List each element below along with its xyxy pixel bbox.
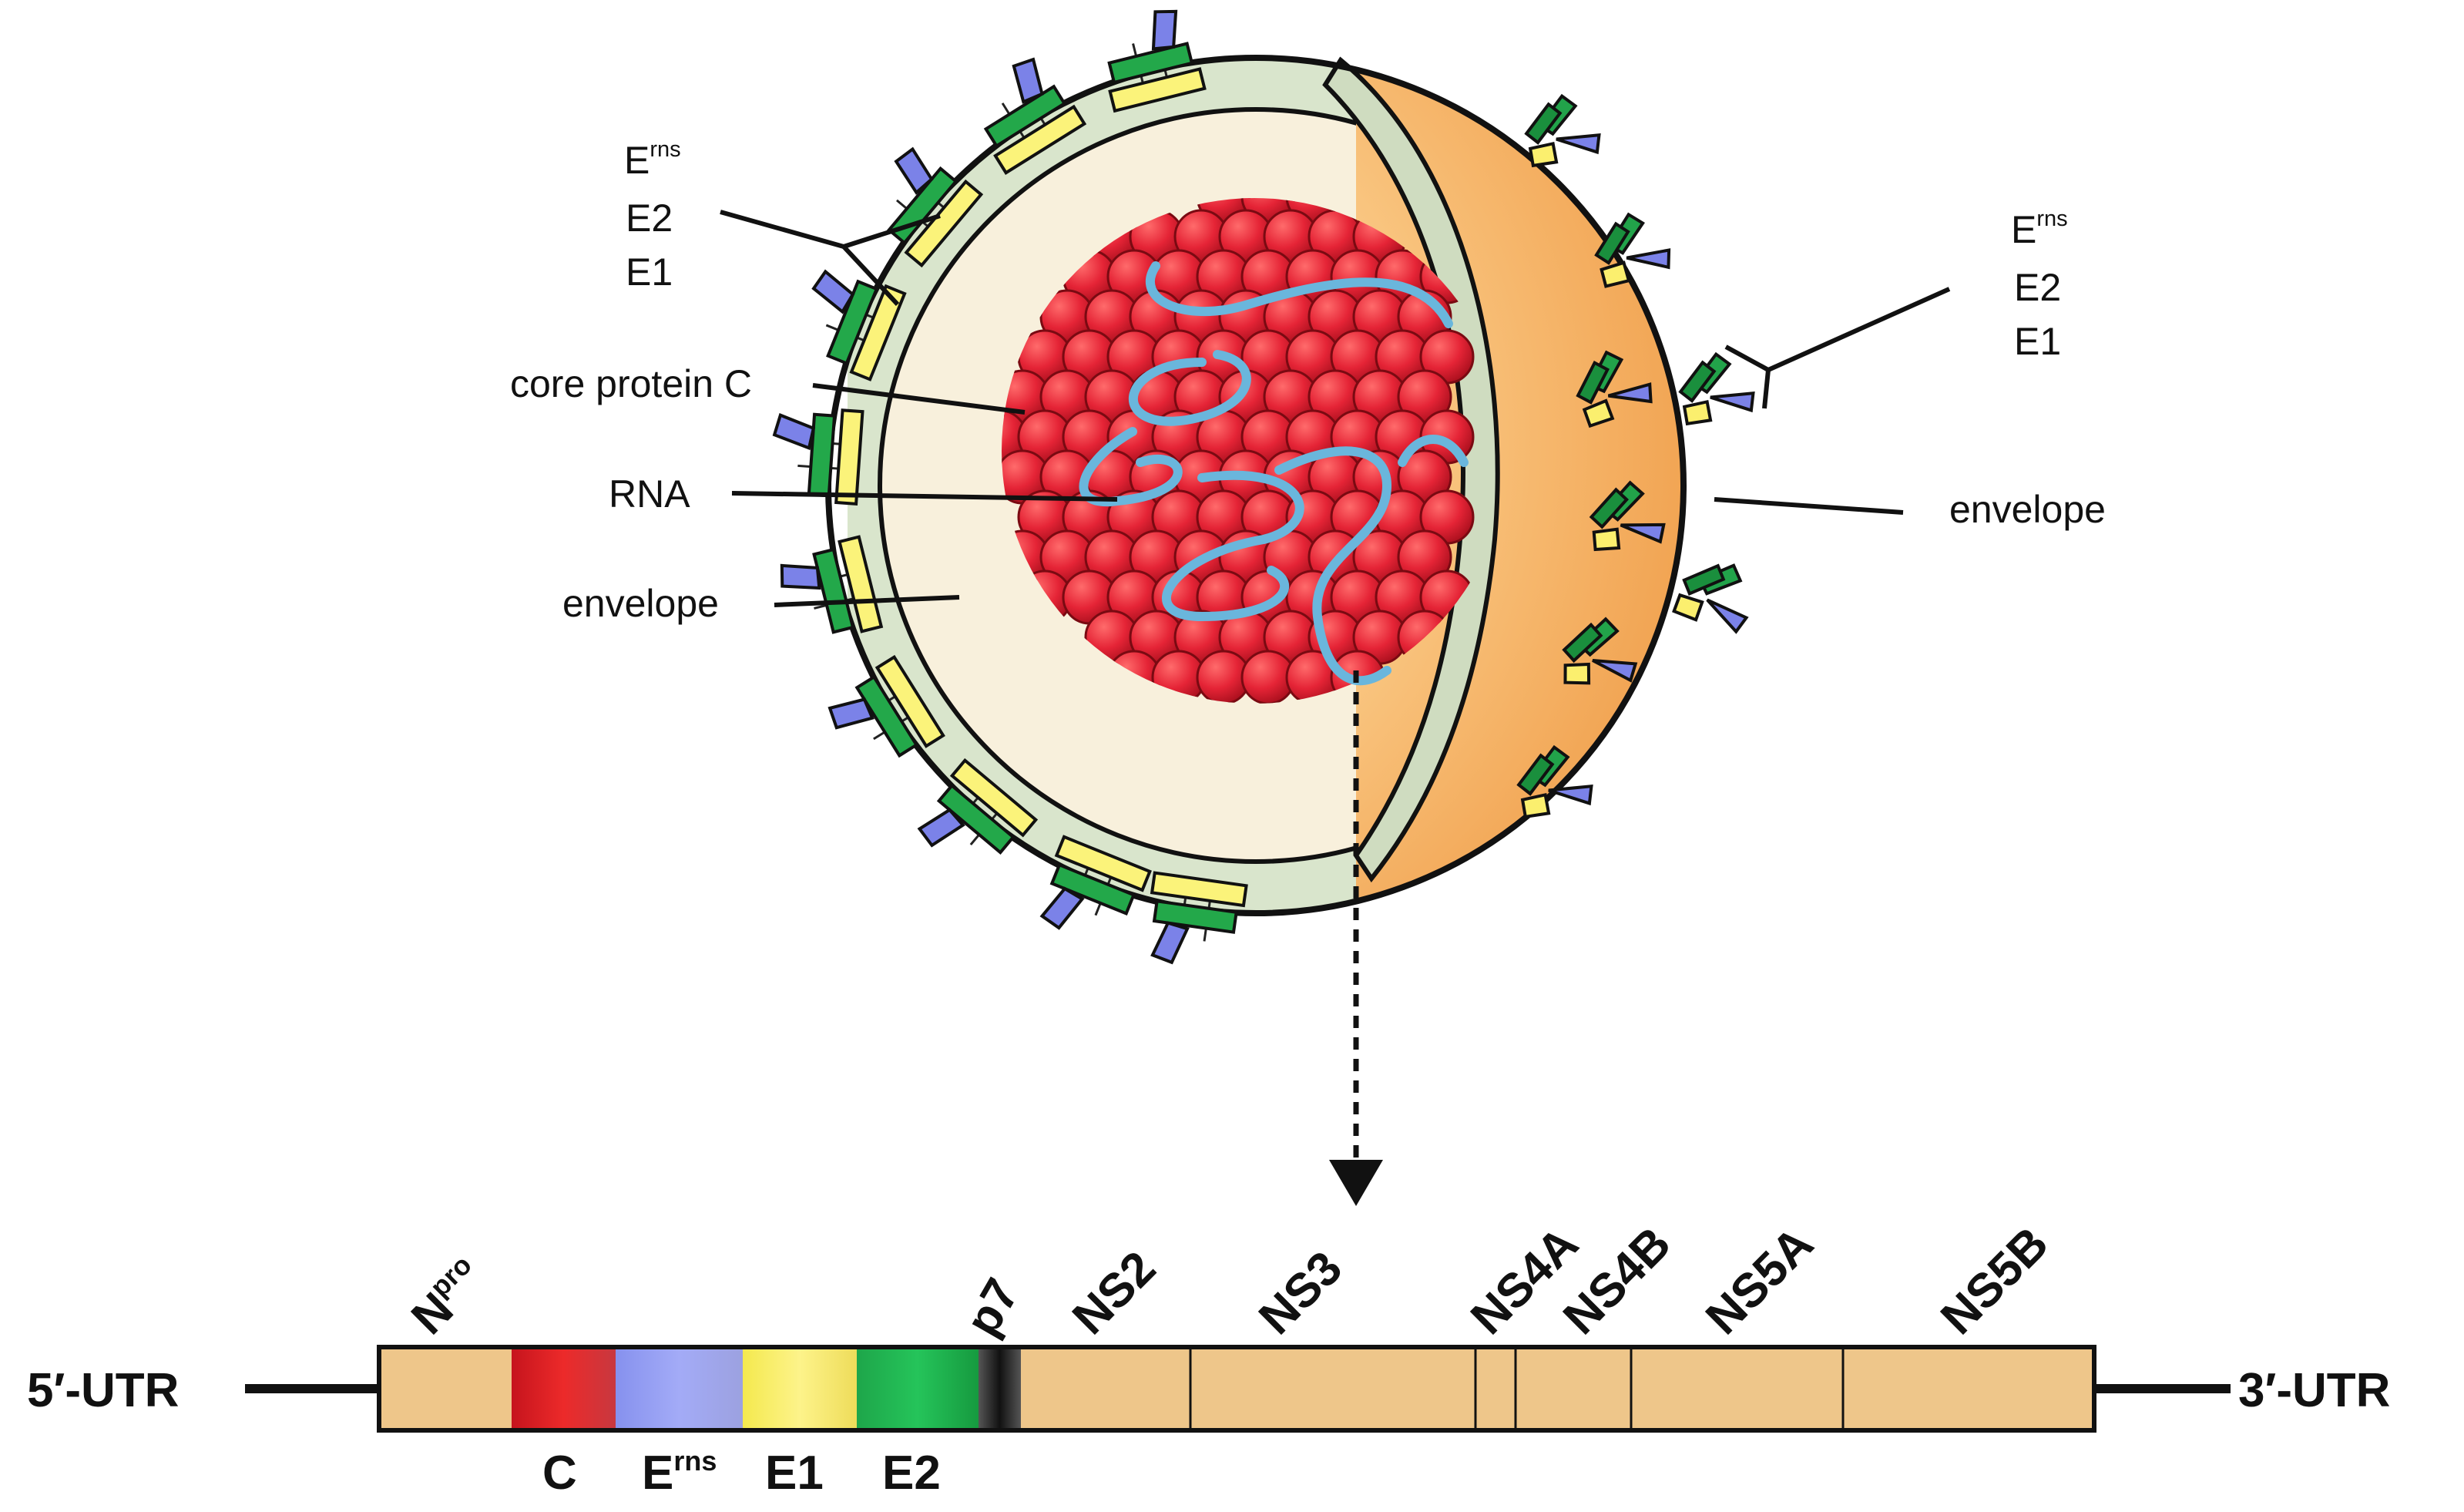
segment-ns2 [1021, 1347, 1190, 1430]
right-glycoprotein-label: Erns E2 E1 [1724, 207, 2068, 409]
label-e1-left: E1 [626, 250, 673, 294]
label-ns4b: NS4B [1553, 1217, 1681, 1345]
label-npro: Npro [399, 1249, 495, 1345]
rna-strand [1079, 261, 1469, 686]
envelope-left-pointer [774, 595, 960, 607]
label-c: C [542, 1446, 577, 1500]
label-e2-left: E2 [626, 197, 673, 240]
membrane-spike [768, 404, 864, 506]
label-erns-left: Erns [624, 137, 681, 182]
segment-npro [379, 1347, 512, 1430]
genome-map: 5′-UTR 3′-UTR Npro p7 NS2 NS3 NS4A NS4B … [27, 1217, 2390, 1500]
segment-dividers [1189, 1347, 1845, 1430]
segment-ns3 [1190, 1347, 1475, 1430]
label-rna: RNA [609, 472, 690, 516]
label-ns3: NS3 [1249, 1242, 1352, 1345]
polyprotein-outline [377, 1345, 2096, 1433]
label-ns2: NS2 [1062, 1242, 1166, 1345]
label-envelope-right: envelope [1949, 488, 2106, 531]
left-glycoprotein-pointer [720, 210, 941, 307]
label-utr5: 5′-UTR [27, 1364, 179, 1417]
segment-ns4a [1475, 1347, 1516, 1430]
segment-e1 [743, 1347, 857, 1430]
virion [768, 3, 1761, 973]
label-ns5a: NS5A [1696, 1217, 1824, 1345]
label-e1-right: E1 [2014, 320, 2061, 363]
segment-ns5a [1631, 1347, 1843, 1430]
dashed-arrow [1329, 670, 1383, 1206]
label-utr3: 3′-UTR [2238, 1364, 2390, 1417]
label-e1: E1 [765, 1446, 824, 1500]
segment-e2 [857, 1347, 979, 1430]
label-e2-right: E2 [2014, 266, 2061, 309]
label-ns5b: NS5B [1931, 1217, 2059, 1345]
label-erns: Erns [642, 1445, 717, 1500]
label-ns4a: NS4A [1461, 1217, 1589, 1345]
rna-pointer [731, 491, 1118, 502]
label-core-protein: core protein C [510, 362, 752, 405]
segment-c [512, 1347, 616, 1430]
segment-ns4b [1516, 1347, 1631, 1430]
label-p7: p7 [955, 1270, 1029, 1345]
core-protein-particles [1002, 198, 1475, 704]
segment-erns [616, 1347, 743, 1430]
label-e2: E2 [882, 1446, 941, 1500]
label-erns-right: Erns [2011, 207, 2068, 251]
segment-p7 [979, 1347, 1021, 1430]
core-protein-pointer [812, 383, 1026, 415]
membrane-spike [1141, 871, 1248, 973]
label-envelope-left: envelope [562, 582, 719, 625]
envelope-right-pointer [1714, 497, 1904, 515]
right-glycoprotein-pointer [1724, 287, 1951, 409]
segment-ns5b [1843, 1347, 2094, 1430]
left-glycoprotein-label: Erns E2 E1 [624, 137, 941, 307]
